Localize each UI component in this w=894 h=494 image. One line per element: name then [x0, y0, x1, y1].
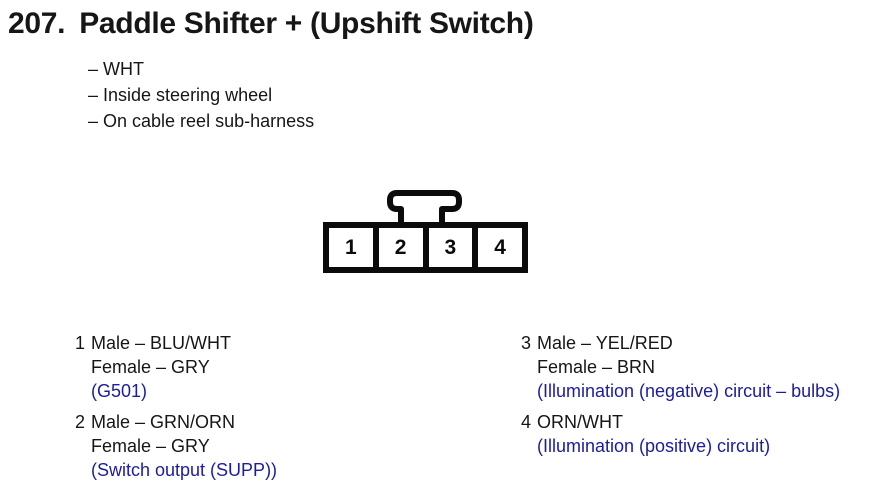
cavity-number: 2 — [394, 235, 407, 259]
cavity-number: 3 — [444, 235, 457, 259]
pin-line: Female – GRY — [91, 436, 210, 456]
pin-number: 2 — [75, 412, 86, 432]
connector-tab-icon — [387, 190, 462, 222]
pin-line: Female – BRN — [537, 357, 656, 377]
pin-line: Female – GRY — [91, 357, 210, 377]
pin-line: Male – YEL/RED — [537, 333, 673, 353]
pin-number: 3 — [521, 333, 532, 353]
pin-number: 4 — [521, 412, 532, 432]
connector-diagram: 1 2 3 4 — [323, 222, 528, 273]
pin-line: Male – BLU/WHT — [91, 333, 232, 353]
note-item: – Inside steering wheel — [88, 85, 273, 105]
pin-line: (Illumination (negative) circuit – bulbs… — [537, 381, 841, 401]
pin-lines: Male – BLU/WHT Female – GRY (G501) — [91, 331, 231, 403]
connector-cavity: 2 — [372, 228, 423, 267]
pin-lines: ORN/WHT (Illumination (positive) circuit) — [537, 410, 770, 458]
pin-lines: Male – GRN/ORN Female – GRY (Switch output… — [91, 410, 277, 482]
pin-line: (G501) — [91, 381, 148, 401]
pin-line: (Illumination (positive) circuit) — [537, 436, 771, 456]
connector-cavity: 3 — [422, 228, 473, 267]
notes-list: – WHT – Inside steering wheel – On cable r… — [88, 56, 314, 134]
note-item: – WHT — [88, 59, 144, 79]
connector-cavity: 1 — [329, 228, 373, 267]
pin-line: ORN/WHT — [537, 412, 623, 432]
section-title: Paddle Shifter + (Upshift Switch) — [79, 7, 534, 40]
pin-number: 1 — [75, 333, 86, 353]
pin-line: (Switch output (SUPP)) — [91, 460, 278, 480]
page-title: 207. Paddle Shifter + (Upshift Switch) — [8, 6, 534, 42]
connector-cavity: 4 — [472, 228, 522, 267]
note-item: – On cable reel sub-harness — [88, 111, 315, 131]
cavity-number: 4 — [494, 235, 506, 259]
pin-lines: Male – YEL/RED Female – BRN (Illumination … — [537, 331, 840, 403]
cavity-number: 1 — [345, 235, 357, 259]
pin-line: Male – GRN/ORN — [91, 412, 236, 432]
section-number: 207. — [8, 7, 66, 40]
